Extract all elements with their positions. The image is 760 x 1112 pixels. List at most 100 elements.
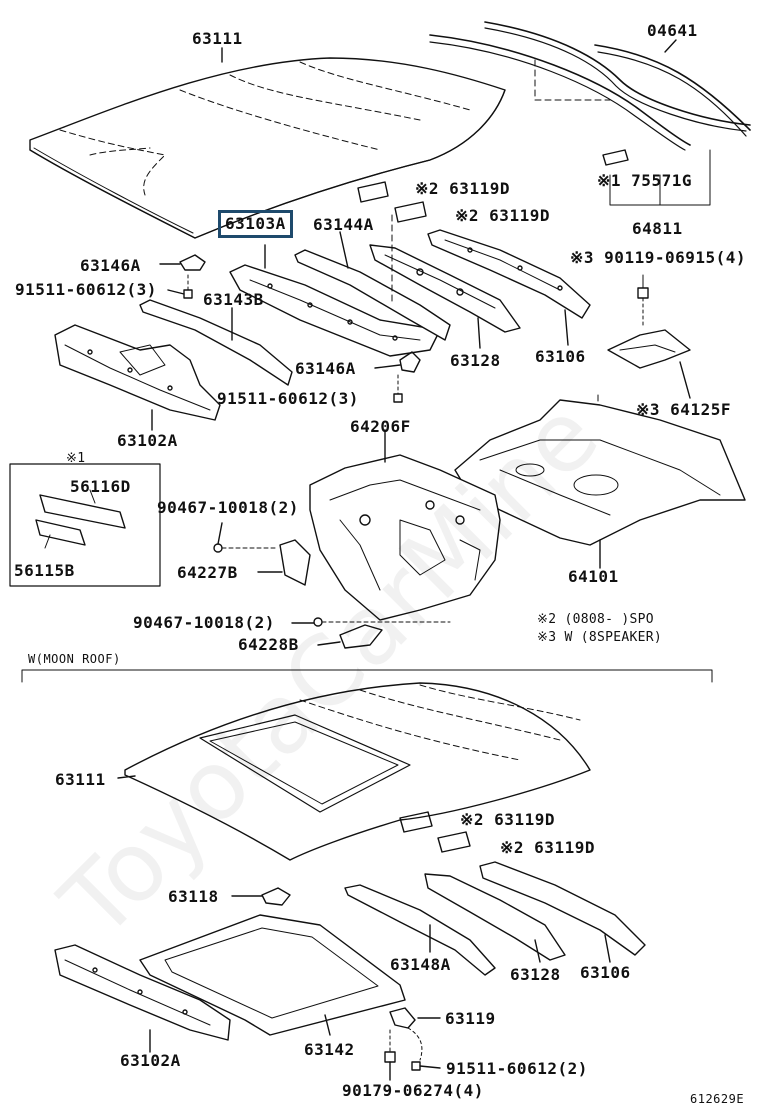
bolt-90119 [637, 274, 649, 326]
bolt-91511-top-2 [393, 374, 403, 403]
label-56115b[interactable]: 56115B [14, 561, 75, 580]
bracket-63119 [389, 1007, 416, 1029]
pad-63119d-1 [357, 181, 389, 203]
label-63118[interactable]: 63118 [168, 887, 219, 906]
section-title-moon-roof: W(MOON ROOF) [28, 652, 121, 666]
label-63119d-2[interactable]: ※2 63119D [455, 206, 550, 225]
emblem-56115b [35, 519, 86, 546]
reinforcement-63128-bot [424, 873, 566, 961]
label-64228b[interactable]: 64228B [238, 635, 299, 654]
label-91511-3[interactable]: 91511-60612(2) [446, 1059, 588, 1078]
reinforcement-63143b [139, 299, 293, 386]
bolt-91511-bot [411, 1061, 421, 1071]
label-91511-2[interactable]: 91511-60612(3) [217, 389, 359, 408]
roof-panel-bottom [124, 682, 591, 861]
label-64227b[interactable]: 64227B [177, 563, 238, 582]
leader-63146a-2 [374, 364, 401, 369]
leader-91511-1 [167, 289, 185, 295]
reinforcement-63106-bot [479, 861, 646, 956]
label-63106-top[interactable]: 63106 [535, 347, 586, 366]
label-63119[interactable]: 63119 [445, 1009, 496, 1028]
leader-64125f [679, 361, 691, 399]
leader-63128-bot [534, 939, 541, 963]
dash-91511-bot [407, 1027, 423, 1061]
clip-90467-2 [313, 617, 451, 627]
leader-63111-bot [117, 775, 136, 779]
reinforcement-63103a [229, 264, 441, 357]
front-header-63102a-top [54, 324, 221, 421]
sunroof-frame-63142 [139, 914, 406, 1036]
label-90119[interactable]: ※3 90119-06915(4) [570, 248, 747, 267]
bracket-64227b [279, 539, 311, 586]
label-63128-bot[interactable]: 63128 [510, 965, 561, 984]
label-63146a-1[interactable]: 63146A [80, 256, 141, 275]
label-63143b[interactable]: 63143B [203, 290, 264, 309]
clip-90467-1 [213, 543, 276, 553]
reinforcement-63148a [344, 884, 496, 976]
note-8speaker: ※3 W (8SPEAKER) [537, 630, 662, 645]
leader-63128-top [477, 317, 481, 349]
label-63103a-highlighted[interactable]: 63103A [218, 210, 293, 238]
label-56116d[interactable]: 56116D [70, 477, 131, 496]
leader-dashed-75571g [534, 59, 611, 101]
label-63119d-3[interactable]: ※2 63119D [460, 810, 555, 829]
label-64125f[interactable]: ※3 64125F [636, 400, 731, 419]
inset-mark: ※1 [66, 451, 86, 466]
bulkhead-64206f [309, 454, 501, 621]
pad-63119d-4 [437, 831, 471, 853]
package-tray-64101 [454, 399, 746, 546]
label-04641[interactable]: 04641 [647, 21, 698, 40]
moon-roof-divider [21, 669, 713, 683]
label-63111-top[interactable]: 63111 [192, 29, 243, 48]
bracket-64125f [607, 329, 691, 369]
leader-64228b [317, 641, 341, 646]
leader-56116d [89, 489, 96, 504]
label-90467-2[interactable]: 90467-10018(2) [133, 613, 275, 632]
reference-code: 612629E [690, 1092, 745, 1106]
label-63102a-bot[interactable]: 63102A [120, 1051, 181, 1070]
label-63142[interactable]: 63142 [304, 1040, 355, 1059]
pad-63119d-2 [394, 201, 427, 223]
bracket-64811 [609, 149, 711, 206]
label-63119d-4[interactable]: ※2 63119D [500, 838, 595, 857]
weatherstrips [429, 21, 751, 151]
bolt-91511-top-1 [183, 274, 193, 299]
label-63102a-top[interactable]: 63102A [117, 431, 178, 450]
label-63128-top[interactable]: 63128 [450, 351, 501, 370]
leader-91511-bot [419, 1065, 441, 1069]
leader-63144a [339, 231, 349, 269]
label-90179[interactable]: 90179-06274(4) [342, 1081, 484, 1100]
label-90467-1[interactable]: 90467-10018(2) [157, 498, 299, 517]
reinforcement-63106-top [427, 229, 591, 319]
label-64811[interactable]: 64811 [632, 219, 683, 238]
bracket-63118 [261, 887, 291, 906]
label-75571g[interactable]: ※1 75571G [597, 171, 692, 190]
label-63146a-2[interactable]: 63146A [295, 359, 356, 378]
label-64206f[interactable]: 64206F [350, 417, 411, 436]
leader-56115b [44, 534, 51, 549]
label-63106-bot[interactable]: 63106 [580, 963, 631, 982]
label-63148a[interactable]: 63148A [390, 955, 451, 974]
leader-90467-1 [217, 522, 223, 545]
bracket-64228b [339, 624, 383, 649]
front-header-63102a-bot [54, 944, 231, 1041]
leader-63142 [324, 1014, 331, 1036]
leader-04641 [664, 39, 677, 53]
leader-63106-top [564, 309, 569, 346]
inset-box [9, 463, 161, 587]
label-64101[interactable]: 64101 [568, 567, 619, 586]
label-63111-bot[interactable]: 63111 [55, 770, 106, 789]
bolt-90179 [384, 1029, 396, 1063]
leader-63106-bot [604, 934, 611, 963]
roof-panel-top [29, 57, 506, 239]
label-91511-1[interactable]: 91511-60612(3) [15, 280, 157, 299]
label-63144a[interactable]: 63144A [313, 215, 374, 234]
reinforcement-63128-top [369, 244, 521, 333]
pad-63119d-3 [399, 811, 433, 833]
bracket-63146a-1 [179, 254, 206, 271]
label-63119d-1[interactable]: ※2 63119D [415, 179, 510, 198]
bracket-63146a-2 [399, 351, 421, 373]
reinforcement-63144a [294, 249, 451, 341]
emblem-56116d [39, 494, 126, 529]
